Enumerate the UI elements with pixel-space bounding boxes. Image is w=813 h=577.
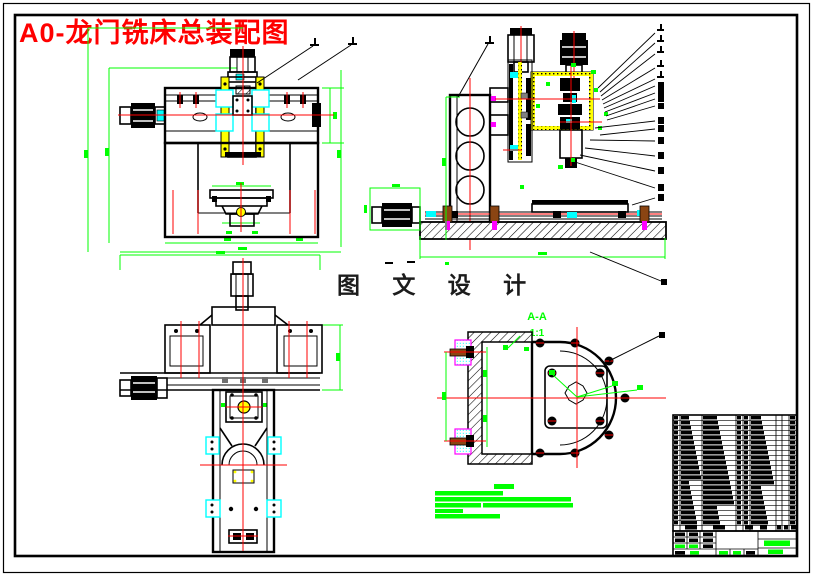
title-block-text-bars [675,532,755,555]
wall-fittings [444,339,486,455]
title-block [672,530,798,557]
section-view: A-A 1:1 [437,311,666,468]
balloon-flags [256,36,494,98]
leader-callouts [574,24,667,285]
watermark-text: 图 文 设 计 [337,272,539,298]
plan-view [119,251,343,554]
parts-list-rows [673,416,797,526]
parts-list [672,414,798,532]
section-bolts [535,338,630,458]
green-tick [445,262,449,265]
parts-list-columns [679,415,790,531]
tick-mark [385,262,393,264]
parts-list-header [685,525,796,530]
drawing-title: A0-龙门铣床总装配图 [19,17,290,48]
plan-view-dimensions [119,251,343,391]
section-scale: 1:1 [530,328,545,339]
section-label: A-A [527,311,547,323]
callout-squares [657,24,667,285]
plan-view-centerlines [180,258,308,551]
side-view-green-marks [520,63,608,189]
tick-mark [407,261,415,263]
side-view [364,26,667,259]
section-dimensions [442,335,643,447]
front-view-dimensions [84,27,344,253]
side-view-dimensions [364,96,666,259]
title-block-green-bars [675,540,790,555]
front-view [84,27,344,253]
tech-requirements [435,484,573,519]
front-view-centerlines [118,46,334,234]
rail-bolts [177,92,306,108]
